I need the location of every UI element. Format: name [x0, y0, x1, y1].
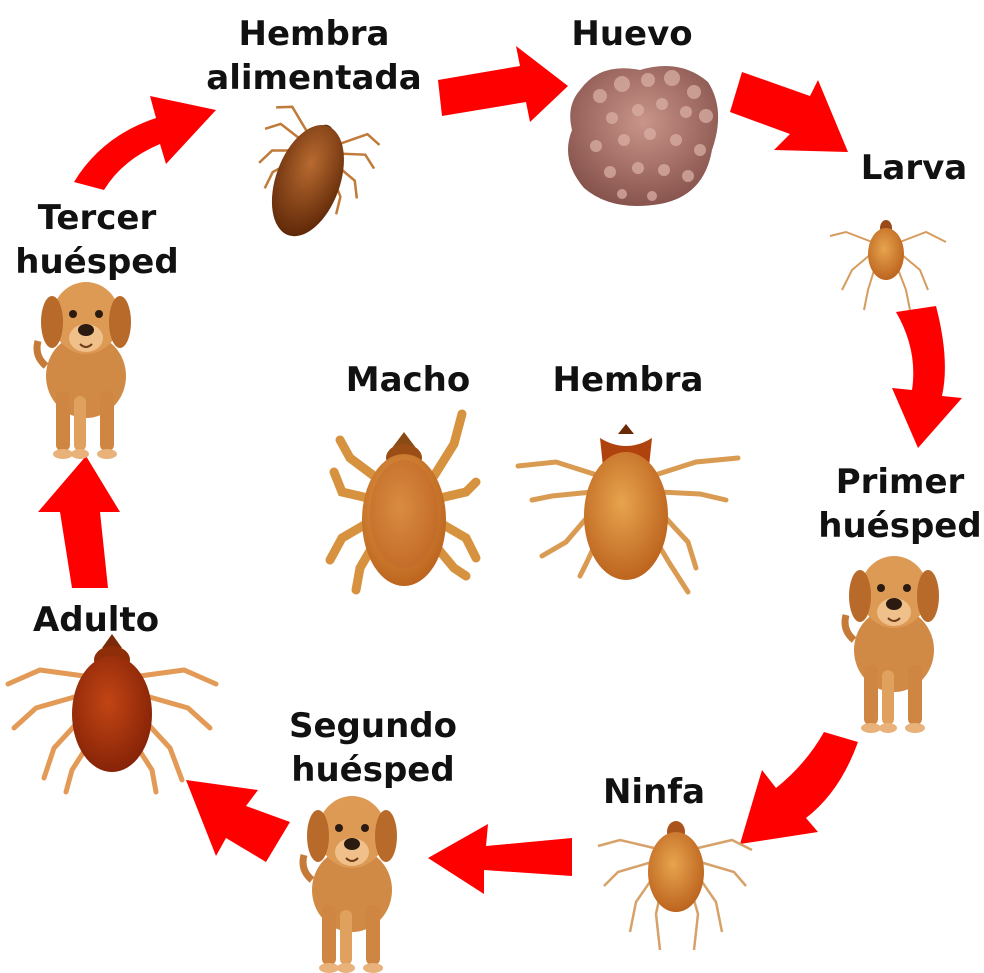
male-tick-image	[330, 414, 476, 590]
dog-first-host-image	[845, 556, 939, 733]
female-label: Hembra	[542, 358, 714, 402]
larva-tick-image	[830, 220, 946, 310]
first-host-label-line2: huésped	[818, 504, 982, 548]
fed-female-label: Hembra alimentada	[200, 12, 428, 100]
third-host-label: Tercer huésped	[12, 196, 182, 284]
arrow-egg-to-larva	[730, 72, 848, 152]
egg-mass-image	[568, 66, 718, 206]
arrow-adulto-to-tercer	[38, 456, 120, 588]
larva-label: Larva	[852, 146, 976, 190]
fed-female-label-line2: alimentada	[200, 56, 428, 100]
arrow-tercer-to-fed-female	[74, 96, 216, 190]
adult-tick-image	[8, 634, 216, 792]
nymph-label: Ninfa	[594, 770, 714, 814]
fed-female-tick-image	[234, 101, 385, 255]
arrow-segundo-to-adulto	[186, 780, 290, 862]
second-host-label-line2: huésped	[280, 748, 466, 792]
arrow-larva-to-primer	[892, 306, 962, 448]
nymph-tick-image	[598, 821, 752, 950]
second-host-label-line1: Segundo	[280, 704, 466, 748]
first-host-label-line1: Primer	[818, 460, 982, 504]
female-tick-image	[518, 424, 738, 592]
second-host-label: Segundo huésped	[280, 704, 466, 792]
first-host-label: Primer huésped	[818, 460, 982, 548]
male-label: Macho	[336, 358, 480, 402]
arrow-fed-female-to-egg	[438, 46, 568, 122]
egg-label: Huevo	[562, 12, 702, 56]
arrow-ninfa-to-segundo	[428, 824, 572, 894]
dog-second-host-image	[303, 796, 397, 973]
fed-female-label-line1: Hembra	[200, 12, 428, 56]
third-host-label-line1: Tercer	[12, 196, 182, 240]
adult-label: Adulto	[24, 598, 168, 642]
arrow-primer-to-ninfa	[740, 732, 858, 844]
third-host-label-line2: huésped	[12, 240, 182, 284]
dog-third-host-image	[37, 282, 131, 459]
